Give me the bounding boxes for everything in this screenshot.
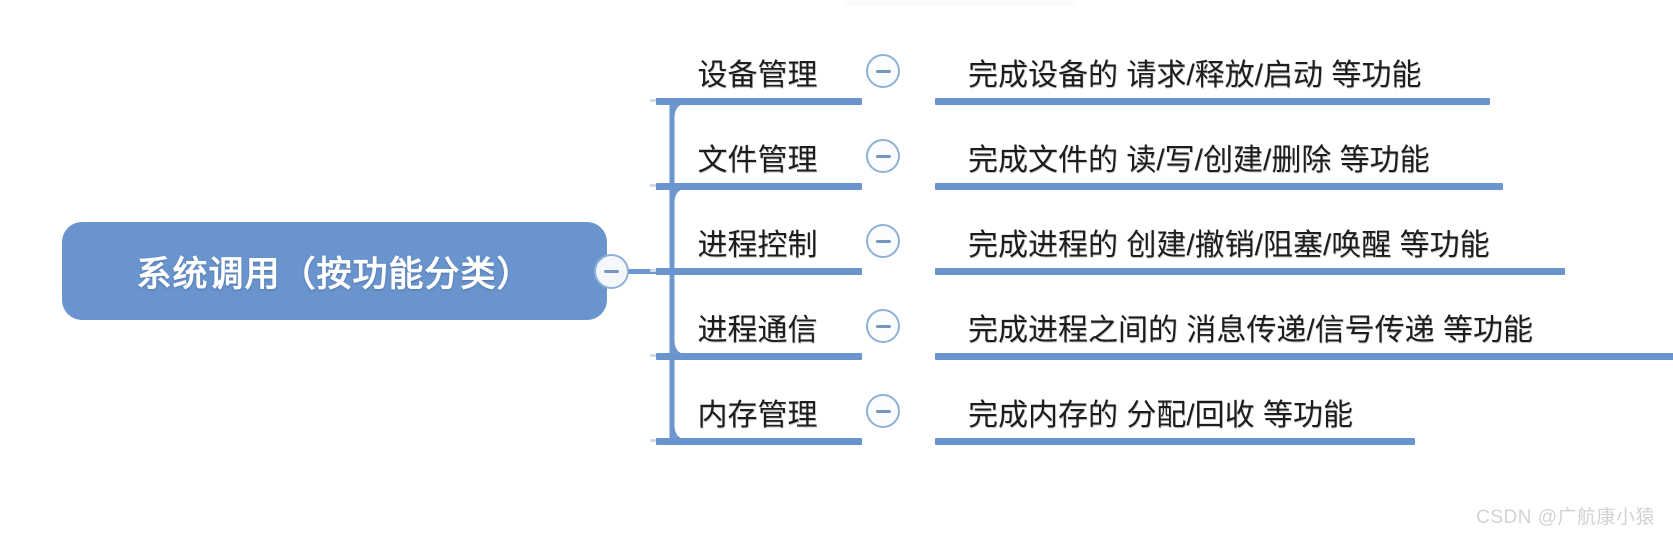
minus-circle-icon-branch-3[interactable] (866, 224, 900, 258)
minus-circle-icon-branch-5[interactable] (866, 394, 900, 428)
leaf-label-3[interactable]: 完成进程的 创建/撤销/阻塞/唤醒 等功能 (968, 229, 1490, 262)
branch-label-4[interactable]: 进程通信 (697, 314, 818, 347)
leaf-underline-1 (935, 98, 1490, 105)
cropped-top-element (845, 0, 1075, 6)
branch-underline-1 (656, 98, 862, 105)
minus-circle-icon-branch-1[interactable] (866, 54, 900, 88)
minus-circle-icon-branch-4[interactable] (866, 309, 900, 343)
branch-label-1[interactable]: 设备管理 (697, 59, 818, 92)
branch-label-2[interactable]: 文件管理 (697, 144, 818, 177)
branch-underline-4 (656, 353, 862, 360)
leaf-underline-4 (935, 353, 1673, 360)
root-node-label: 系统调用（按功能分类） (136, 254, 533, 294)
branch-underline-3 (656, 268, 862, 275)
minus-circle-icon-branch-2[interactable] (866, 139, 900, 173)
branch-label-5[interactable]: 内存管理 (697, 399, 818, 432)
leaf-label-4[interactable]: 完成进程之间的 消息传递/信号传递 等功能 (968, 314, 1534, 347)
minus-circle-icon-root[interactable] (594, 254, 629, 289)
watermark-text: CSDN @广航康小猿 (1476, 507, 1655, 528)
branch-underline-2 (656, 183, 862, 190)
leaf-underline-2 (935, 183, 1503, 190)
leaf-underline-3 (935, 268, 1565, 275)
branch-underline-5 (656, 438, 862, 445)
root-node[interactable]: 系统调用（按功能分类） (62, 222, 607, 320)
leaf-underline-5 (935, 438, 1415, 445)
leaf-label-1[interactable]: 完成设备的 请求/释放/启动 等功能 (968, 59, 1422, 92)
leaf-label-2[interactable]: 完成文件的 读/写/创建/删除 等功能 (968, 144, 1430, 177)
branch-label-3[interactable]: 进程控制 (697, 229, 818, 262)
leaf-label-5[interactable]: 完成内存的 分配/回收 等功能 (968, 399, 1354, 432)
